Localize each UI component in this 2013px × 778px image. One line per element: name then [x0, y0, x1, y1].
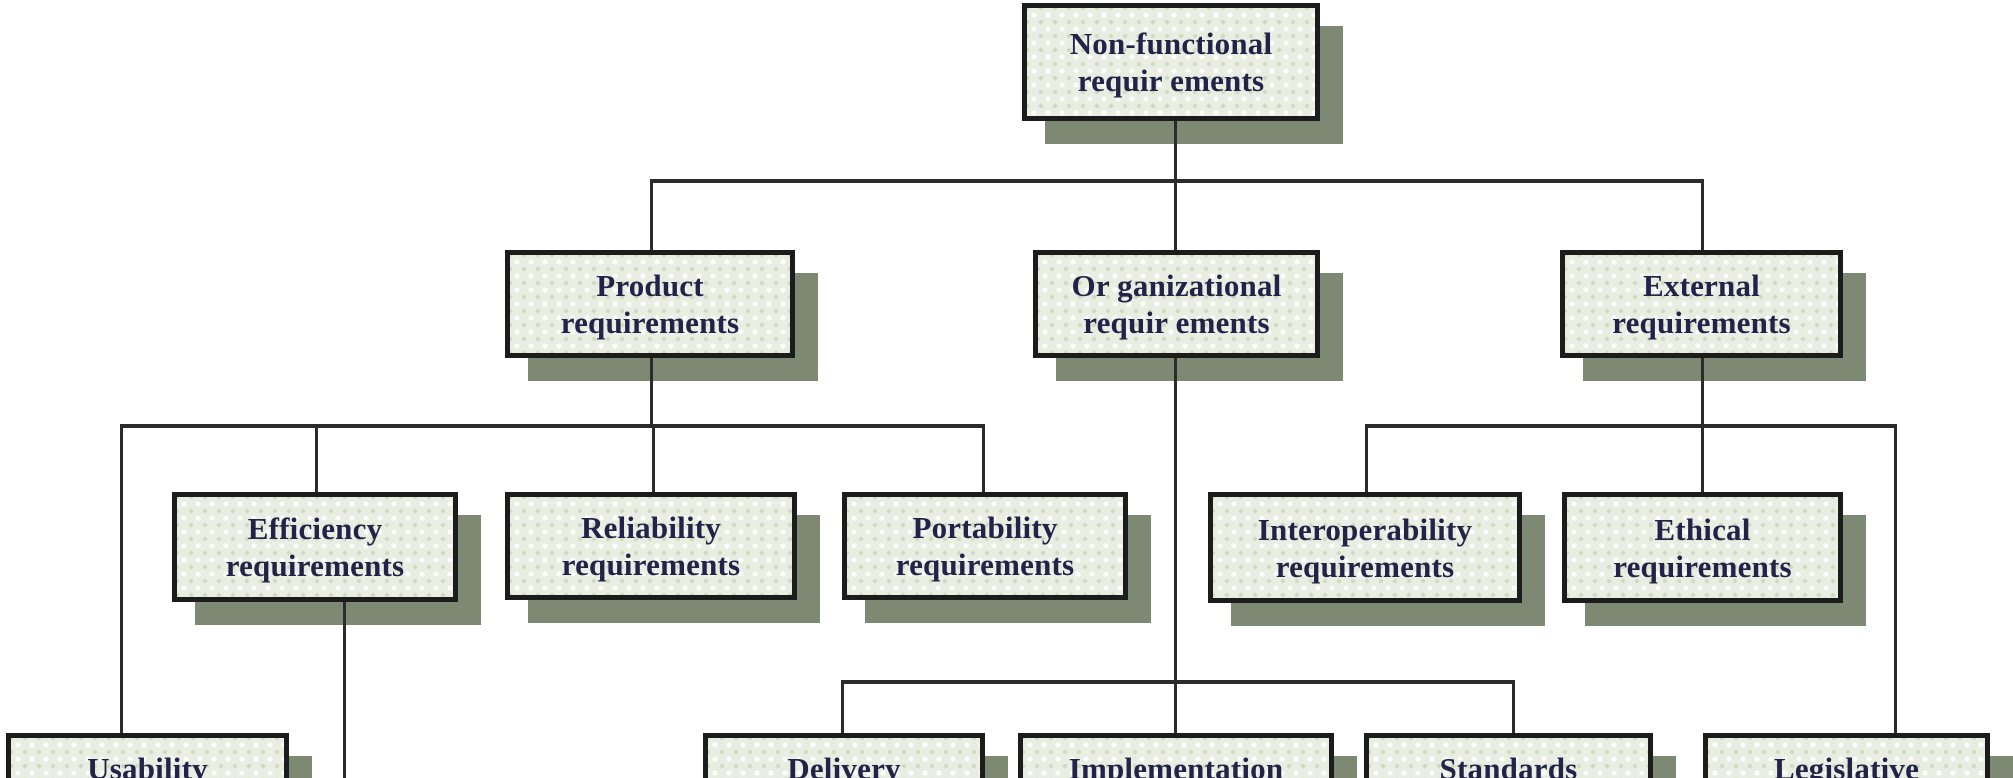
node-label: Delivery — [787, 751, 901, 778]
connector-line — [650, 179, 653, 250]
node-label: requirements — [225, 548, 405, 583]
connector-line — [1365, 424, 1368, 492]
connector-line — [1174, 358, 1177, 733]
node-label: Interoperability — [1257, 511, 1473, 547]
node-label: Portability — [912, 510, 1058, 545]
node-delivery: Delivery — [703, 733, 985, 778]
connector-line — [120, 424, 123, 733]
node-label: Standards — [1439, 751, 1578, 778]
connector-line — [650, 179, 1701, 183]
node-label: requirements — [1613, 548, 1792, 584]
node-label: requir ements — [1077, 63, 1265, 98]
node-label: requirements — [1275, 548, 1455, 584]
node-usability: Usability — [6, 733, 289, 778]
node-label: requirements — [1612, 305, 1791, 340]
node-label: Legislative — [1773, 751, 1920, 778]
connector-line — [1365, 424, 1894, 428]
connector-line — [1701, 358, 1704, 424]
connector-line — [343, 602, 346, 778]
node-label: Product — [596, 268, 704, 303]
node-label: Non-functional — [1069, 26, 1273, 61]
node-standards: Standards — [1364, 733, 1653, 778]
node-label: Reliability — [581, 510, 721, 545]
connector-line — [1701, 424, 1704, 492]
connector-line — [841, 680, 1512, 684]
node-label: Implementation — [1068, 751, 1284, 778]
node-implementation: Implementation — [1018, 733, 1334, 778]
connector-line — [982, 424, 985, 492]
node-label: Or ganizational — [1071, 268, 1282, 303]
connector-line — [1174, 121, 1177, 250]
node-label: requirements — [895, 547, 1075, 582]
connector-line — [1512, 680, 1515, 733]
node-legislative: Legislative — [1703, 733, 1990, 778]
connector-line — [315, 424, 318, 492]
connector-line — [650, 358, 653, 424]
node-label: Usability — [87, 751, 208, 778]
connector-line — [1894, 424, 1897, 733]
node-label: requir ements — [1083, 305, 1270, 340]
node-label: requirements — [561, 547, 741, 582]
connector-line — [841, 680, 844, 733]
node-label: External — [1643, 268, 1760, 303]
connector-line — [1701, 179, 1704, 250]
node-label: Ethical — [1654, 511, 1751, 547]
node-label: Efficiency — [247, 511, 383, 546]
connector-line — [120, 424, 982, 428]
node-label: requirements — [560, 305, 740, 340]
connector-line — [652, 424, 655, 492]
